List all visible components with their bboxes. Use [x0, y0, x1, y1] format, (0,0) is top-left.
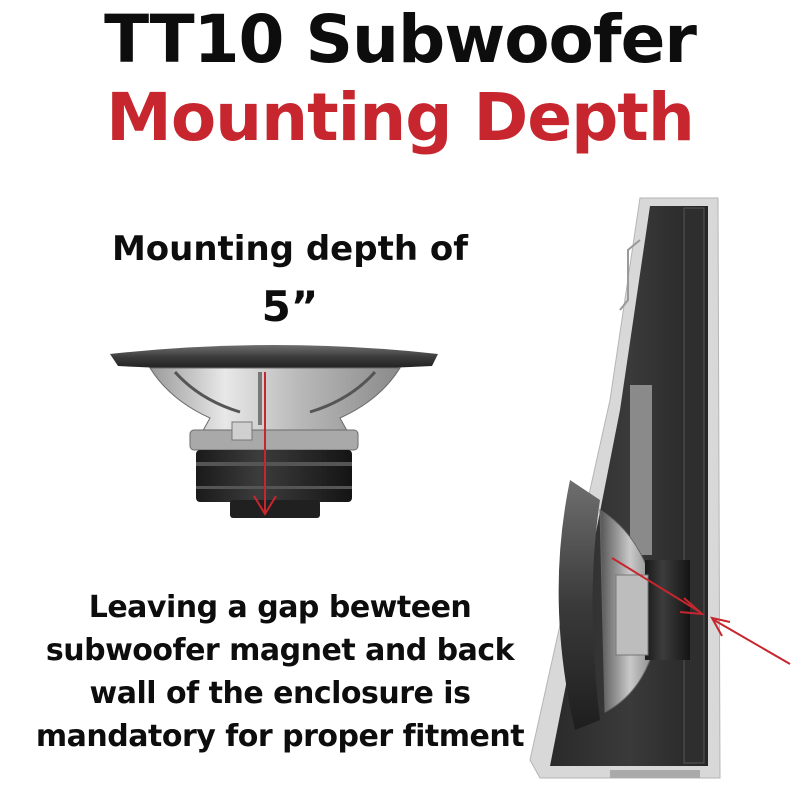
fitment-note: Leaving a gap bewteen subwoofer magnet a…: [20, 586, 540, 758]
fitment-note-line: wall of the enclosure is: [89, 676, 471, 711]
fitment-note-line: Leaving a gap bewteen: [88, 590, 472, 625]
gap-arrow-from-magnet: [611, 557, 701, 613]
gap-arrow-from-wall: [713, 619, 791, 665]
mounting-depth-value: 5”: [261, 282, 319, 331]
enclosure-cross-section: [529, 197, 721, 779]
page-title-line1: TT10 Subwoofer: [104, 1, 697, 78]
fitment-note-line: subwoofer magnet and back: [45, 633, 515, 668]
fitment-note-line: mandatory for proper fitment: [35, 719, 525, 754]
subwoofer-side-view: [110, 345, 438, 518]
depth-arrow-head: [253, 495, 277, 516]
mounting-depth-label: Mounting depth of: [111, 229, 469, 269]
page-title-line2: Mounting Depth: [106, 79, 695, 156]
